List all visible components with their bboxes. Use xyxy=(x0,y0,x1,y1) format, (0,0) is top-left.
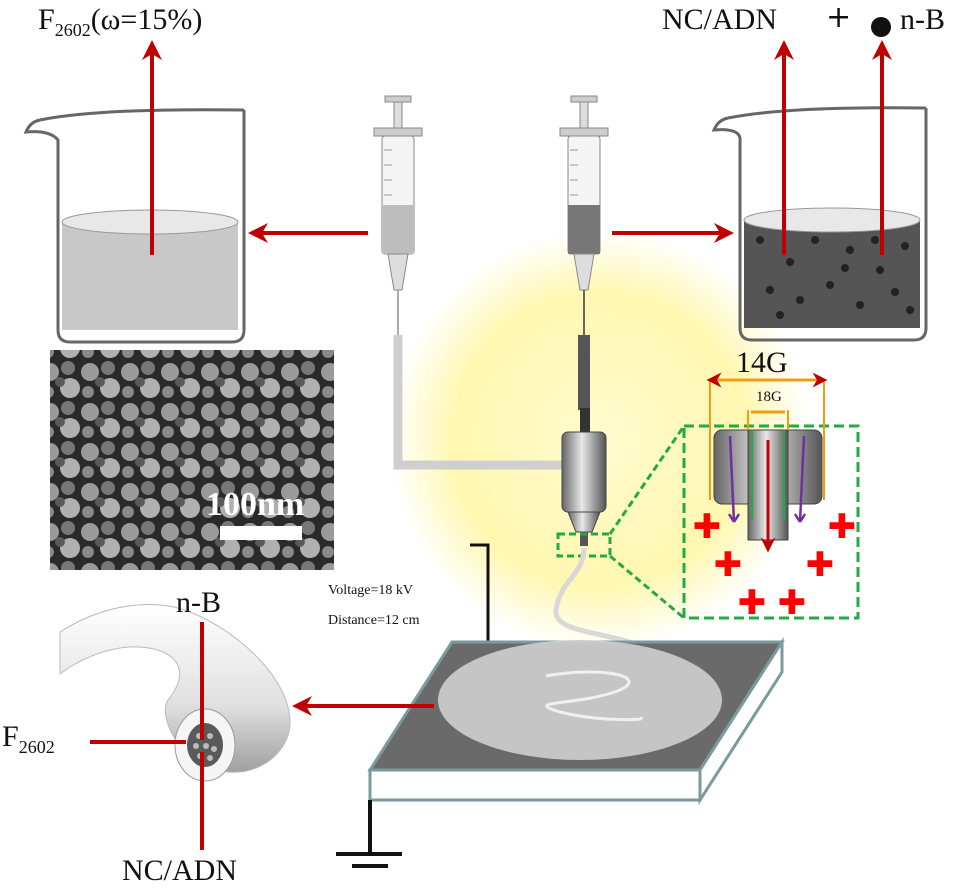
fiber-icon xyxy=(59,604,291,782)
sem-scale-label: 100nm xyxy=(206,486,305,523)
beaker-icon-right xyxy=(711,106,928,342)
needle-cross-section xyxy=(706,372,828,553)
fiber-left-label: F2602 xyxy=(2,720,55,757)
left-beaker-label: F2602(ω=15%) xyxy=(38,3,203,40)
svg-text:✚: ✚ xyxy=(828,507,857,547)
sem-image xyxy=(50,350,334,570)
voltage-label: Voltage=18 kV xyxy=(328,583,414,598)
syringe-icon-right xyxy=(559,95,609,335)
feed-tube-right xyxy=(578,335,590,410)
right-beaker-label-nb: n-B xyxy=(900,3,945,36)
svg-text:✚: ✚ xyxy=(714,545,743,585)
svg-text:✚: ✚ xyxy=(806,545,835,585)
zoom-detail-box xyxy=(682,424,860,620)
right-beaker-label-nc-adn: NC/ADN xyxy=(662,3,778,36)
particle-dot-icon xyxy=(871,17,891,37)
feed-tube-left xyxy=(393,335,566,470)
svg-text:✚: ✚ xyxy=(693,507,722,547)
svg-text:✚: ✚ xyxy=(738,583,767,623)
fiber-top-label: n-B xyxy=(176,586,221,619)
syringe-icon-left xyxy=(373,95,423,335)
coaxial-needle-icon xyxy=(561,431,607,546)
needle-outer-label: 14G xyxy=(736,346,788,379)
beaker-icon-left xyxy=(23,108,246,344)
charge-markers: ✚ ✚ ✚ ✚ ✚ ✚ xyxy=(693,507,857,623)
distance-label: Distance=12 cm xyxy=(328,613,420,628)
ground-icon xyxy=(336,800,402,868)
fiber-bottom-label: NC/ADN xyxy=(122,854,238,887)
svg-text:✚: ✚ xyxy=(778,583,807,623)
needle-inner-label: 18G xyxy=(756,389,782,405)
right-beaker-plus: + xyxy=(826,0,852,35)
collector-plate-icon xyxy=(367,636,785,806)
